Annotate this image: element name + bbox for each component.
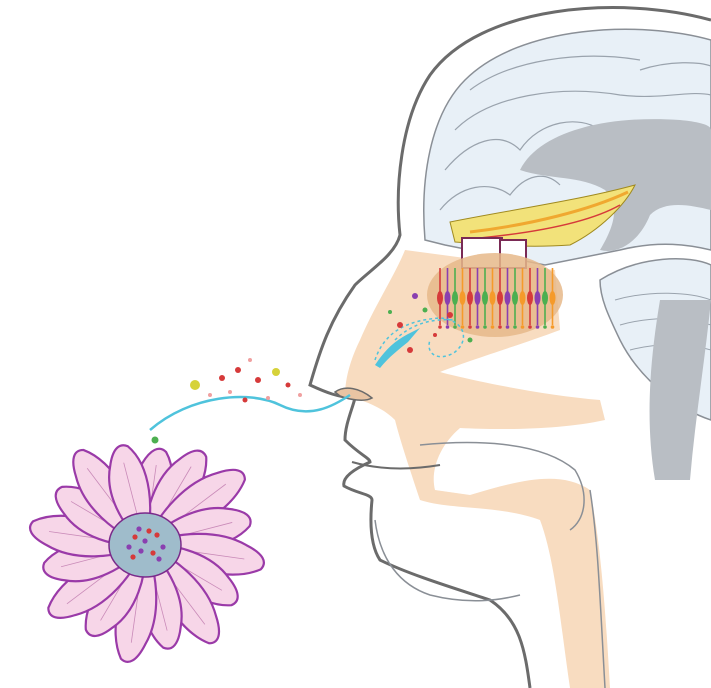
odorant-dot <box>412 293 418 299</box>
odorant-dot <box>397 322 403 328</box>
center-molecule <box>130 554 135 559</box>
neuron-body <box>520 291 526 305</box>
neuron-body <box>445 291 451 305</box>
center-molecule <box>156 556 161 561</box>
neuron-body <box>542 291 548 305</box>
center-molecule <box>142 538 147 543</box>
center-molecule <box>160 544 165 549</box>
neuron-cilia <box>543 325 547 329</box>
odorant-dot <box>255 377 261 383</box>
odorant-dot <box>407 347 413 353</box>
neuron-body <box>460 291 466 305</box>
odorant-dot <box>248 358 252 362</box>
neuron-body <box>437 291 443 305</box>
odorant-dot <box>423 308 428 313</box>
neuron-body <box>452 291 458 305</box>
odorant-dot <box>298 393 302 397</box>
olfactory-epithelium <box>427 253 563 337</box>
neuron-cilia <box>438 325 442 329</box>
center-molecule <box>150 550 155 555</box>
neuron-body <box>550 291 556 305</box>
neuron-body <box>497 291 503 305</box>
neuron-body <box>490 291 496 305</box>
odorant-dot <box>272 368 280 376</box>
odorant-dot <box>228 390 232 394</box>
neuron-cilia <box>461 325 465 329</box>
neuron-cilia <box>483 325 487 329</box>
neuron-body <box>527 291 533 305</box>
odorant-dot <box>208 393 212 397</box>
neuron-cilia <box>468 325 472 329</box>
neuron-body <box>512 291 518 305</box>
odorant-dot <box>243 398 248 403</box>
neuron-body <box>482 291 488 305</box>
neuron-cilia <box>453 325 457 329</box>
neuron-cilia <box>551 325 555 329</box>
odorant-dot <box>433 333 437 337</box>
flower-center <box>109 513 181 577</box>
odorant-dot <box>388 310 392 314</box>
odorant-dot <box>152 437 159 444</box>
neuron-body <box>475 291 481 305</box>
neuron-cilia <box>491 325 495 329</box>
odorant-dot <box>190 380 200 390</box>
neuron-cilia <box>513 325 517 329</box>
daisy-flower <box>27 441 267 665</box>
odorant-dot <box>286 383 291 388</box>
odorant-dot <box>468 338 473 343</box>
neuron-body <box>505 291 511 305</box>
neuron-cilia <box>498 325 502 329</box>
odor-stream-line <box>150 395 350 430</box>
neuron-cilia <box>521 325 525 329</box>
center-molecule <box>138 548 143 553</box>
neuron-body <box>535 291 541 305</box>
odorant-dot <box>266 396 270 400</box>
center-molecule <box>146 528 151 533</box>
neuron-cilia <box>528 325 532 329</box>
neuron-cilia <box>476 325 480 329</box>
odorant-dot <box>447 312 453 318</box>
center-molecule <box>154 532 159 537</box>
odorant-dot <box>235 367 241 373</box>
center-molecule <box>126 544 131 549</box>
odorant-dot <box>219 375 225 381</box>
neuron-cilia <box>446 325 450 329</box>
neuron-body <box>467 291 473 305</box>
center-molecule <box>136 526 141 531</box>
neuron-cilia <box>506 325 510 329</box>
center-molecule <box>132 534 137 539</box>
neuron-cilia <box>536 325 540 329</box>
jaw-line <box>375 520 520 601</box>
